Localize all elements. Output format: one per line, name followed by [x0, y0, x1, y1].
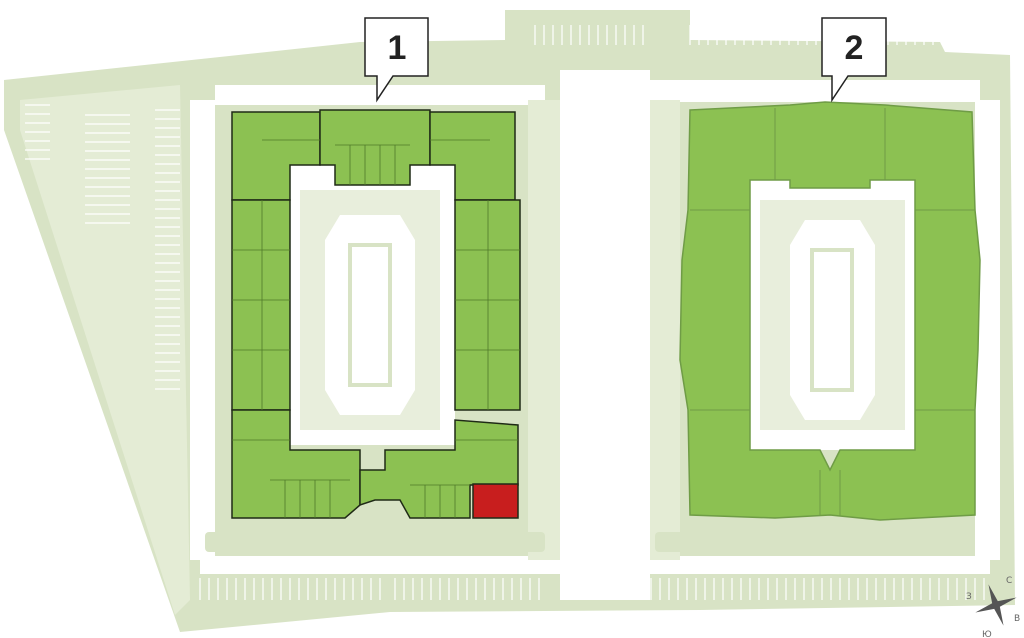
compass-needle — [975, 584, 1017, 626]
building-2-callout[interactable]: 2 — [821, 17, 887, 103]
building-2-courtyard-core — [810, 248, 854, 392]
top-road-2 — [650, 80, 980, 102]
compass-west: З — [966, 592, 972, 602]
compass-east: В — [1014, 614, 1020, 624]
left-road — [190, 100, 215, 560]
parking-block-upper-left — [80, 100, 135, 230]
compass-south: Ю — [982, 630, 992, 638]
building-1-section-left-upper[interactable] — [231, 199, 291, 411]
parking-markings — [25, 25, 985, 600]
building-2-ring[interactable] — [679, 101, 981, 521]
building-1-callout-box — [364, 17, 429, 103]
building-2-number: 2 — [845, 29, 864, 67]
building-1-courtyard-core — [348, 243, 392, 387]
bottom-road — [200, 556, 990, 574]
highlighted-apartment[interactable] — [472, 483, 519, 519]
compass: С В Ю З — [966, 576, 1020, 638]
bottom-sidewalk-1 — [205, 532, 545, 552]
building-1-section-right[interactable] — [454, 199, 521, 411]
sidewalk-between — [528, 100, 560, 560]
building-2[interactable] — [679, 101, 981, 521]
bottom-sidewalk-2 — [655, 532, 980, 552]
building-1-number: 1 — [388, 29, 407, 67]
building-2-section-lines — [690, 108, 975, 516]
building-1-callout[interactable]: 1 — [364, 17, 429, 103]
sidewalk-between-2 — [650, 100, 680, 560]
building-1[interactable] — [231, 109, 521, 519]
central-road — [560, 70, 650, 600]
site-ground-left-parking — [20, 85, 190, 615]
building-2-callout-box — [821, 17, 887, 103]
compass-north: С — [1006, 576, 1012, 586]
building-1-apartment-lines — [232, 139, 520, 518]
